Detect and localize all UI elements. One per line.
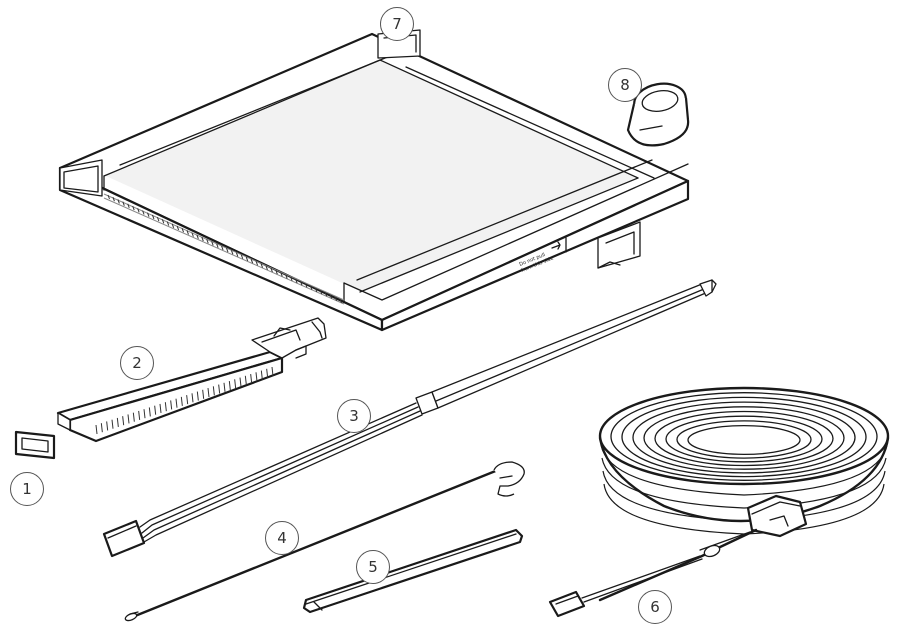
callout-6: 6 xyxy=(638,590,672,624)
flat-strip xyxy=(302,528,524,614)
callout-3-label: 3 xyxy=(349,407,359,425)
small-cap xyxy=(14,430,56,460)
callout-5: 5 xyxy=(356,550,390,584)
cable-assembly xyxy=(102,279,717,558)
callout-8-label: 8 xyxy=(620,76,630,94)
drawer-tray: Do not pull from this side xyxy=(58,29,690,332)
callout-8: 8 xyxy=(608,68,642,102)
riser-card xyxy=(56,317,327,443)
callout-6-label: 6 xyxy=(650,598,660,616)
callout-5-label: 5 xyxy=(368,558,378,576)
callout-2-label: 2 xyxy=(132,354,142,372)
callout-4: 4 xyxy=(265,521,299,555)
callout-7: 7 xyxy=(380,7,414,41)
callout-3: 3 xyxy=(337,399,371,433)
coiled-cable xyxy=(548,386,890,618)
callout-1: 1 xyxy=(10,472,44,506)
callout-4-label: 4 xyxy=(277,529,287,547)
callout-7-label: 7 xyxy=(392,15,402,33)
velcro-strap xyxy=(626,82,690,147)
callout-1-label: 1 xyxy=(22,480,32,498)
retaining-rod xyxy=(124,461,525,622)
callout-2: 2 xyxy=(120,346,154,380)
